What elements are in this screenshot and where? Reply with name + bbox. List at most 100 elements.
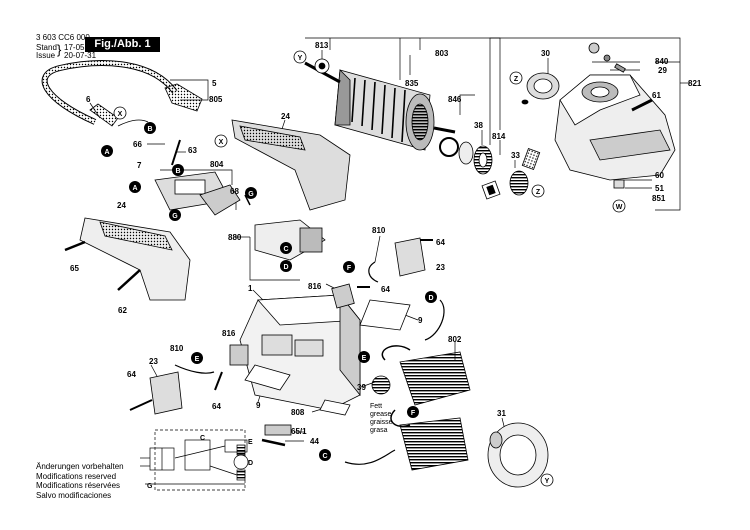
stand-label: Stand bbox=[36, 43, 57, 52]
part-number: 66 bbox=[133, 140, 142, 149]
callout-x-handle bbox=[214, 134, 228, 148]
part-number: 63 bbox=[188, 146, 197, 155]
part-number: 813 bbox=[315, 41, 329, 50]
note-es: Salvo modificaciones bbox=[36, 490, 112, 500]
grease-de: Fett bbox=[370, 403, 382, 410]
part-number: 810 bbox=[170, 344, 184, 353]
callout-a-switch bbox=[129, 181, 141, 193]
part-number: 6 bbox=[86, 95, 91, 104]
part-number: 808 bbox=[291, 408, 305, 417]
callout-z-flange bbox=[509, 71, 523, 85]
callout-d-right bbox=[425, 291, 437, 303]
part-number: 64 bbox=[381, 285, 390, 294]
part-number: 65/1 bbox=[291, 427, 307, 436]
part-number: 804 bbox=[210, 160, 224, 169]
callout-label: Y bbox=[298, 55, 303, 62]
callout-label: E bbox=[195, 356, 200, 363]
part-number: 23 bbox=[436, 263, 445, 272]
callout-f-bottom bbox=[407, 406, 419, 418]
part-number: 29 bbox=[658, 66, 667, 75]
part-number: 51 bbox=[655, 184, 664, 193]
brace: } bbox=[57, 42, 62, 57]
document-number: 3 603 CC6 000 bbox=[36, 33, 90, 42]
callout-label: A bbox=[132, 185, 137, 192]
issue-label: Issue bbox=[36, 51, 56, 60]
callout-x-left bbox=[113, 106, 127, 120]
wiring-letter: C bbox=[200, 435, 205, 442]
part-number: 64 bbox=[127, 370, 136, 379]
callout-b-cord bbox=[144, 122, 156, 134]
part-number: 64 bbox=[212, 402, 221, 411]
part-number: 61 bbox=[652, 91, 661, 100]
callout-label: D bbox=[428, 295, 433, 302]
callout-e-left bbox=[191, 352, 203, 364]
callout-a-cord bbox=[101, 145, 113, 157]
part-number: 880 bbox=[228, 233, 242, 242]
part-number-labels: 813 803 835 30 840 29 821 61 60 51 851 8… bbox=[70, 41, 702, 446]
stand-value: 17-05 bbox=[64, 43, 85, 52]
part-number: 816 bbox=[308, 282, 322, 291]
callout-g-switch bbox=[169, 209, 181, 221]
part-number: 24 bbox=[117, 201, 126, 210]
note-en: Modifications reserved bbox=[36, 471, 117, 481]
grease-es: grasa bbox=[370, 427, 388, 434]
part-number: 5 bbox=[212, 79, 217, 88]
grease-fr: graisse bbox=[370, 419, 393, 426]
part-number: 805 bbox=[209, 95, 223, 104]
part-number: 810 bbox=[372, 226, 386, 235]
notes-block: Änderungen vorbehalten Modifications res… bbox=[36, 462, 124, 500]
callout-label: F bbox=[347, 265, 352, 272]
part-number: 1 bbox=[248, 284, 253, 293]
callout-g-68 bbox=[245, 187, 257, 199]
issue-value: 20-07-31 bbox=[64, 51, 97, 60]
part-number: 38 bbox=[474, 121, 483, 130]
part-number: 30 bbox=[541, 49, 550, 58]
callout-c-880 bbox=[280, 242, 292, 254]
part-number: 39 bbox=[357, 383, 366, 392]
part-number: 64 bbox=[436, 238, 445, 247]
callout-label: Z bbox=[536, 189, 541, 196]
part-number: 816 bbox=[222, 329, 236, 338]
part-number: 62 bbox=[118, 306, 127, 315]
callout-label: E bbox=[362, 355, 367, 362]
callout-b-switch bbox=[172, 164, 184, 176]
callout-label: X bbox=[118, 111, 123, 118]
part-number: 9 bbox=[256, 401, 261, 410]
callout-label: A bbox=[104, 149, 109, 156]
part-number: 802 bbox=[448, 335, 462, 344]
wiring-letter: E bbox=[248, 439, 253, 446]
callout-label: G bbox=[248, 191, 254, 198]
callout-markers: Y X X Z Z W Y B A B A G G C D F D E E F … bbox=[101, 50, 626, 487]
callout-y-top bbox=[293, 50, 307, 64]
callout-c-bottom bbox=[319, 449, 331, 461]
callout-label: C bbox=[322, 453, 327, 460]
part-number: 814 bbox=[492, 132, 506, 141]
callout-label: B bbox=[147, 126, 152, 133]
callout-label: D bbox=[283, 264, 288, 271]
grease-label: Fett grease graisse grasa bbox=[370, 403, 393, 434]
part-number: 31 bbox=[497, 409, 506, 418]
wiring-letter: D bbox=[248, 460, 253, 467]
part-number: 68 bbox=[230, 187, 239, 196]
callout-label: F bbox=[411, 410, 416, 417]
part-number: 60 bbox=[655, 171, 664, 180]
callout-label: Z bbox=[514, 76, 519, 83]
callout-y-bottom bbox=[540, 473, 554, 487]
note-de: Änderungen vorbehalten bbox=[36, 462, 124, 471]
figure-label: Fig./Abb. 1 bbox=[85, 37, 160, 52]
part-number: 821 bbox=[688, 79, 702, 88]
part-number: 24 bbox=[281, 112, 290, 121]
callout-label: X bbox=[219, 139, 224, 146]
part-number: 803 bbox=[435, 49, 449, 58]
callout-d-880 bbox=[280, 260, 292, 272]
part-number: 44 bbox=[310, 437, 319, 446]
part-number: 65 bbox=[70, 264, 79, 273]
callout-f-top bbox=[343, 261, 355, 273]
part-number: 851 bbox=[652, 194, 666, 203]
wiring-letters: C E D G bbox=[147, 435, 253, 490]
part-number: 846 bbox=[448, 95, 462, 104]
part-number: 7 bbox=[137, 161, 142, 170]
note-fr: Modifications réservées bbox=[36, 481, 121, 490]
part-number: 23 bbox=[149, 357, 158, 366]
